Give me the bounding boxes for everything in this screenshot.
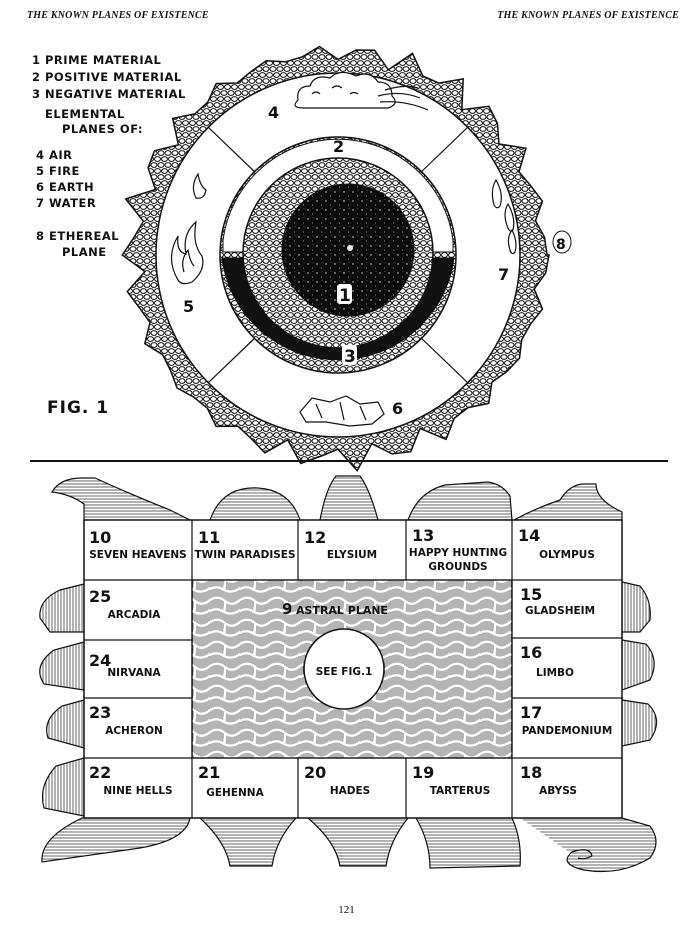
legend-item-water: 7 WATER xyxy=(36,196,97,210)
plane-cell-name: OLYMPUS xyxy=(539,549,595,561)
astral-plane-number: 9 xyxy=(282,600,292,618)
plane-cell-number: 21 xyxy=(198,763,220,782)
plane-cell-name: LIMBO xyxy=(536,667,574,679)
legend-item-ethereal: 8 ETHEREAL xyxy=(36,229,120,243)
plane-cell-name: TWIN PARADISES xyxy=(194,549,295,561)
plane-cell-name: HAPPY HUNTING xyxy=(409,547,507,559)
page-number: 121 xyxy=(338,904,355,916)
grid-lines xyxy=(84,520,622,818)
astral-plane-label: ASTRAL PLANE xyxy=(296,604,388,617)
negative-number-box xyxy=(342,345,357,365)
fig1-number-positive: 2 xyxy=(333,137,344,156)
water-drops-icon xyxy=(491,178,517,255)
plane-cell-number: 13 xyxy=(412,526,434,545)
plane-cell-name: SEVEN HEAVENS xyxy=(89,549,187,561)
fig1-number-earth: 6 xyxy=(392,399,403,418)
legend-elemental-subtitle: PLANES OF: xyxy=(62,122,144,136)
plane-cell-name: NINE HELLS xyxy=(103,785,172,797)
plane-cell-name: ACHERON xyxy=(105,725,163,737)
plane-cell-number: 19 xyxy=(412,763,434,782)
plane-cell-number: 24 xyxy=(89,651,111,670)
plane-cell-number: 20 xyxy=(304,763,326,782)
see-fig1-label: SEE FIG.1 xyxy=(316,666,373,678)
fig1-number-ethereal: 8 xyxy=(556,237,566,253)
fig1-number-prime: 1 xyxy=(339,286,351,306)
earth-rocks-icon xyxy=(299,395,385,427)
ethereal-number-circle xyxy=(552,230,572,254)
prime-center-star xyxy=(347,245,353,251)
plane-cell-number: 25 xyxy=(89,587,111,606)
plane-cell-number: 12 xyxy=(304,528,326,547)
prime-number-box xyxy=(337,284,352,304)
fire-flames-icon xyxy=(170,172,207,285)
plane-cell-name: HADES xyxy=(330,785,370,797)
legend-elemental-title: ELEMENTAL xyxy=(45,107,125,121)
plane-cell-number: 18 xyxy=(520,763,542,782)
fig1-label: FIG. 1 xyxy=(47,398,110,418)
plane-cell-name: PANDEMONIUM xyxy=(522,725,613,737)
fig1-number-negative: 3 xyxy=(344,347,356,367)
plane-cell-name: ABYSS xyxy=(539,785,577,797)
see-fig1-circle xyxy=(303,628,385,710)
fig1-number-water: 7 xyxy=(498,265,509,284)
legend-item-positive: 2 POSITIVE MATERIAL xyxy=(32,70,182,84)
plane-cell-number: 15 xyxy=(520,585,542,604)
plane-cell-number: 10 xyxy=(89,528,111,547)
elemental-dividers xyxy=(207,126,469,384)
plane-cell-name: GEHENNA xyxy=(206,787,264,799)
legend-item-negative: 3 NEGATIVE MATERIAL xyxy=(32,87,186,101)
plane-cell-number: 11 xyxy=(198,528,220,547)
plane-cell-number: 14 xyxy=(518,526,540,545)
air-cloud-icon xyxy=(294,71,429,111)
legend-item-ethereal-2: PLANE xyxy=(62,245,107,259)
plane-cell-name: ARCADIA xyxy=(108,609,162,621)
plane-cell-name-line2: GROUNDS xyxy=(428,561,487,573)
page-header-right: THE KNOWN PLANES OF EXISTENCE xyxy=(497,10,679,21)
plane-cell-number: 16 xyxy=(520,643,542,662)
fig1-number-fire: 5 xyxy=(183,297,194,316)
legend-item-earth: 6 EARTH xyxy=(36,180,95,194)
plane-cell-name: NIRVANA xyxy=(107,667,161,679)
outer-planes-frame xyxy=(39,475,658,873)
plane-cell-number: 22 xyxy=(89,763,111,782)
page-header-left: THE KNOWN PLANES OF EXISTENCE xyxy=(27,10,209,21)
plane-cell-name: GLADSHEIM xyxy=(525,605,595,617)
plane-cell-name: ELYSIUM xyxy=(327,549,377,561)
fig1-number-air: 4 xyxy=(268,103,279,122)
plane-cell-number: 23 xyxy=(89,703,111,722)
legend-item-prime: 1 PRIME MATERIAL xyxy=(32,53,162,67)
plane-cell-number: 17 xyxy=(520,703,542,722)
legend-item-air: 4 AIR xyxy=(36,148,73,162)
plane-cell-name: TARTERUS xyxy=(430,785,491,797)
legend-item-fire: 5 FIRE xyxy=(36,164,80,178)
